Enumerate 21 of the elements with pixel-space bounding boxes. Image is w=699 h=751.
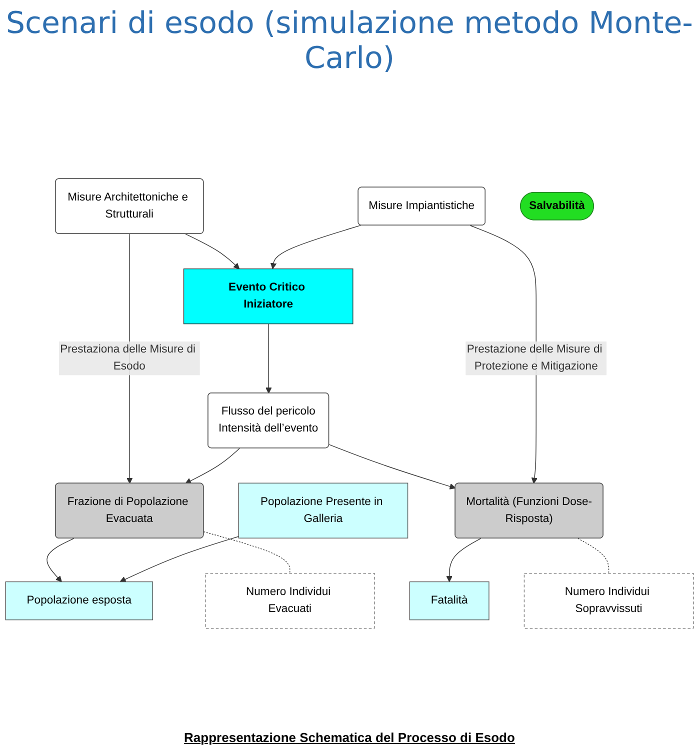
arrow [185, 233, 240, 269]
arrow [266, 323, 272, 394]
diagram-title: Scenari di esodo (simulazione metodo Monte-Carlo) [5, 6, 694, 76]
connector [578, 538, 610, 574]
node-box: Fatalità [409, 580, 490, 620]
arrow [328, 444, 456, 489]
node-box: Numero Individui Sopravvissuti [524, 572, 694, 628]
arrow [185, 447, 240, 484]
connector [203, 530, 290, 574]
caption: Rappresentazione Schematica del Processo di Esodo [183, 730, 516, 745]
arrow [470, 224, 538, 484]
node-box: Popolazione Presente in Galleria [238, 482, 408, 538]
arrow [46, 538, 74, 582]
node-box: Popolazione esposta [5, 580, 153, 620]
edge-label: Prestaziona delle Misure di Esodo [60, 343, 196, 372]
edge-label: Prestazione delle Misure di Protezione e Mitigazione [466, 343, 602, 372]
arrow [446, 538, 482, 582]
arrow [270, 224, 362, 269]
node-box: Evento Critico Iniziatore [183, 268, 354, 324]
arrow [120, 536, 239, 582]
node-box: Numero Individui Evacuati [204, 572, 375, 628]
